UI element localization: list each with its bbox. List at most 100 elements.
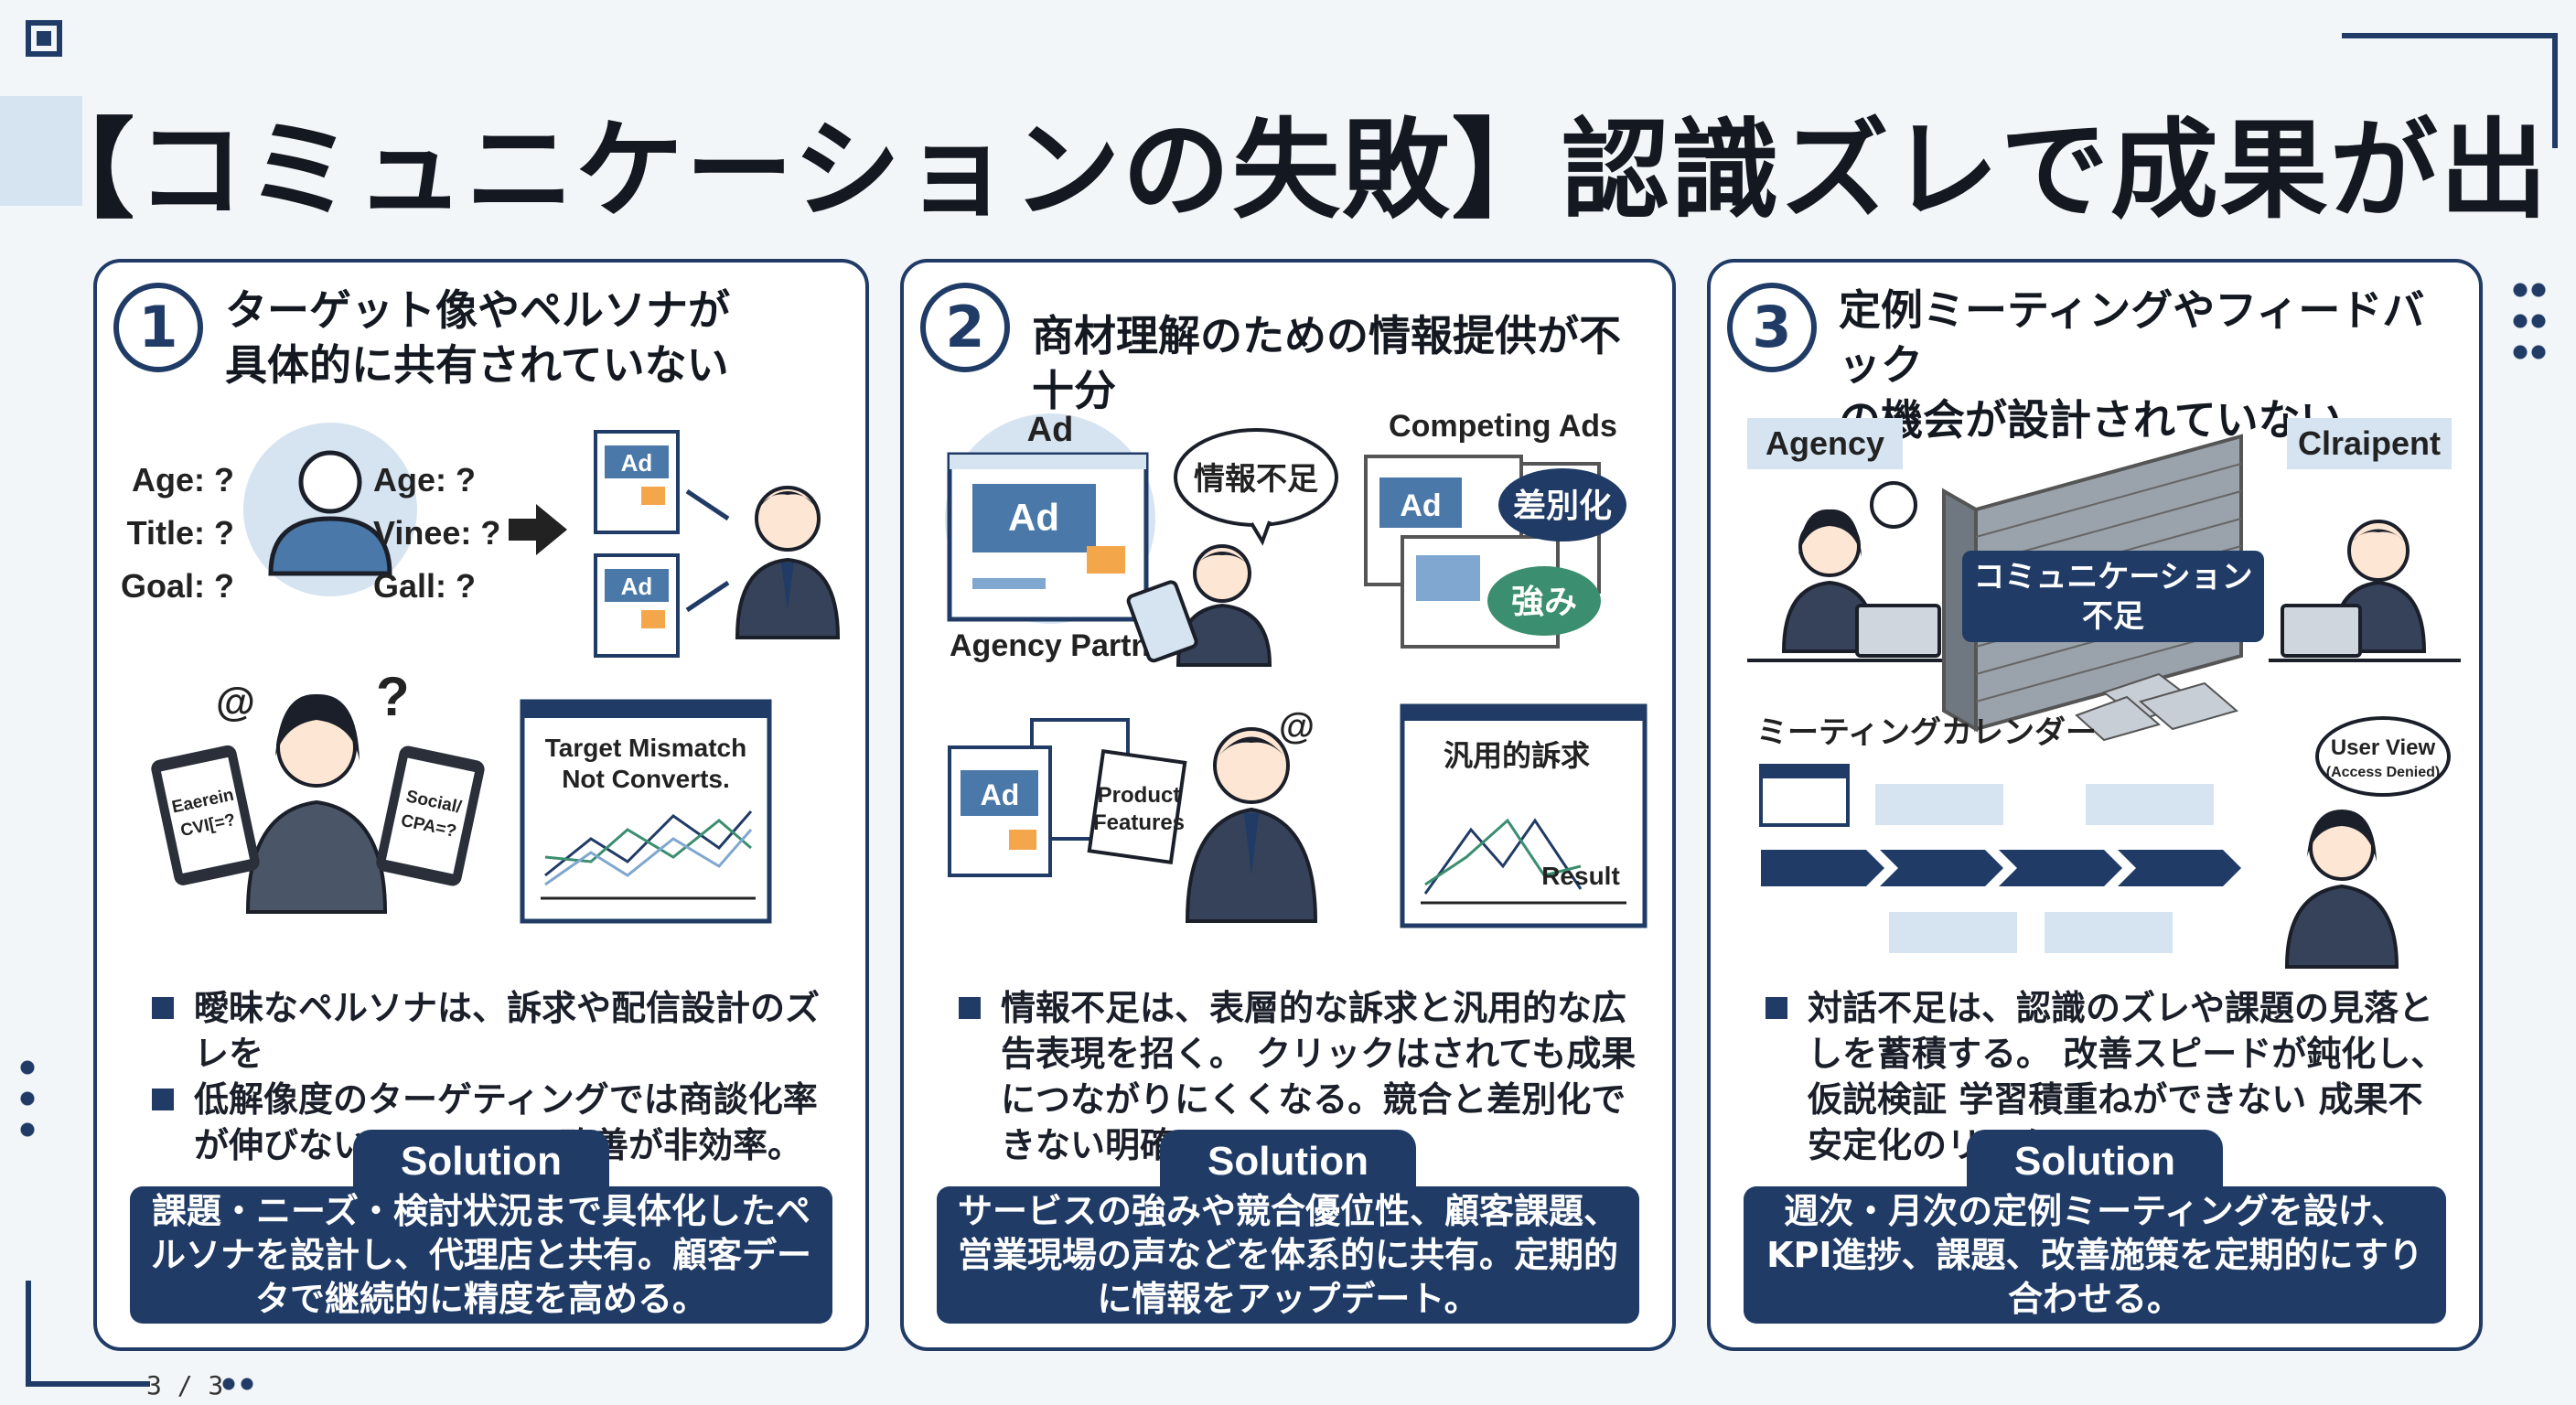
chart-line-1 [544, 810, 753, 877]
chart-line-2 [544, 819, 752, 863]
brick-wall: コミュニケーション 不足 [1942, 434, 2264, 742]
client-man-icon [2269, 520, 2461, 662]
tablet-left: Eaerein CVI[=? [151, 745, 260, 885]
dots-decoration-right [2511, 274, 2548, 366]
panel-title-line1: 商材理解のための情報提供が不十分 [1032, 311, 1621, 415]
persona-icon [268, 450, 392, 576]
svg-text:Ad: Ad [1400, 488, 1441, 523]
differentiation-bubble: 差別化 [1498, 468, 1626, 542]
svg-text:不足: 不足 [2082, 599, 2144, 634]
ad-card-1: Ad [594, 430, 680, 534]
chart-title-line1: Target Mismatch [545, 734, 746, 762]
client-label-box [2287, 418, 2452, 469]
panel-title-line1: ターゲット像やペルソナが [225, 285, 730, 335]
agency-label-box [1747, 418, 1903, 469]
panel-2: 2 商材理解のための情報提供が不十分 Ad Ad Agency Partner … [900, 259, 1676, 1351]
chart-line-1 [1423, 818, 1583, 895]
chart-title-line2: Not Converts. [562, 765, 730, 793]
confused-woman-icon: @ ? [216, 666, 410, 914]
panel-1-illustration: Age: ? Title: ? Goal: ? Age: ? Vinee: ? … [121, 423, 841, 924]
ad-label: Ad [1027, 411, 1074, 449]
speech-bubble: 情報不足 [1174, 428, 1338, 546]
timeline-blank-bubbles [1875, 784, 2214, 953]
timeline-arrows [1761, 850, 2241, 886]
chart-line-3 [544, 829, 753, 886]
panel-number: 3 [1727, 283, 1817, 372]
bullet-item: 情報不足は、表層的な訴求と汎用的な広告表現を招く。 クリックはされても成果につな… [959, 985, 1645, 1168]
label-right-vinee: Vinee: ? [373, 514, 500, 552]
panel-title-line2: の機会が設計されていない [1839, 395, 2343, 445]
corner-square-icon [26, 20, 62, 57]
bullet-item: 曖昧なペルソナは、訴求や配信設計のズレを [152, 985, 838, 1077]
svg-text:User View: User View [2331, 735, 2436, 760]
solution-text: 課題・ニーズ・検討状況まで具体化したペルソナを設計し、代理店と共有。顧客データで… [150, 1191, 811, 1319]
label-left-goal: Goal: ? [121, 567, 234, 605]
strength-bubble: 強み [1487, 566, 1601, 636]
thinking-woman-icon [2284, 810, 2399, 969]
client-label: Clraipent [2298, 424, 2441, 462]
solution-box: 週次・月次の定例ミーティングを設け、KPI進捗、課題、改善施策を定期的にすり合わ… [1744, 1186, 2446, 1324]
panel-3: 3 定例ミーティングやフィードバック の機会が設計されていない Agency C… [1707, 259, 2483, 1351]
svg-text:Ad: Ad [621, 449, 653, 477]
panel-1: 1 ターゲット像やペルソナが 具体的に共有されていない Age: ? Title… [93, 259, 869, 1351]
corner-bracket-bottom-left [26, 1281, 150, 1387]
solution-label: Solution [1967, 1130, 2223, 1190]
svg-text:Ad: Ad [621, 573, 653, 600]
ad-screen-text: Ad [1008, 496, 1059, 539]
agency-label: Agency [1766, 424, 1884, 462]
competing-ads-label: Competing Ads [1389, 409, 1617, 444]
svg-text:(Access Denied): (Access Denied) [2326, 765, 2441, 780]
arrow-up-icon [685, 488, 730, 521]
solution-box: 課題・ニーズ・検討状況まで具体化したペルソナを設計し、代理店と共有。顧客データで… [130, 1186, 832, 1324]
solution-label: Solution [353, 1130, 609, 1190]
corner-bracket-top-right [2342, 33, 2558, 148]
page-number: 3 / 3 [146, 1370, 224, 1400]
paper-pile [2075, 672, 2239, 742]
svg-text:?: ? [376, 666, 410, 727]
calendar-icon [1759, 764, 1850, 827]
left-side-block [0, 96, 82, 206]
panel-number: 2 [920, 283, 1010, 372]
stressed-man-icon: @ [1185, 706, 1318, 923]
panel-title: ターゲット像やペルソナが 具体的に共有されていない [225, 283, 847, 392]
svg-text:@: @ [1279, 706, 1315, 746]
small-ad-cards: Ad Product Features [948, 718, 1187, 877]
panel-3-illustration: Agency Clraipent コミュニケーション 不足 [1747, 418, 2461, 969]
label-left-title: Title: ? [127, 514, 234, 552]
chart-result-label: Result [1541, 862, 1620, 890]
bullet-list: 対話不足は、認識のズレや課題の見落としを蓄積する。 改善スピードが鈍化し、仮説検… [1766, 985, 2452, 1168]
svg-text:Ad: Ad [981, 778, 1020, 811]
businessman-icon [735, 486, 841, 639]
panel-title-line1: 定例ミーティングやフィードバック [1839, 285, 2425, 390]
ad-card-2: Ad [594, 553, 680, 658]
solution-label: Solution [1160, 1130, 1416, 1190]
svg-text:Features: Features [1093, 810, 1185, 835]
bubble-text: 情報不足 [1194, 462, 1318, 497]
corner-square-inner [37, 31, 51, 46]
tablet-right: Social/ CPA=? [376, 745, 485, 886]
solution-text: サービスの強みや競合優位性、顧客課題、営業現場の声などを体系的に共有。定期的に情… [957, 1191, 1618, 1319]
generic-appeal-chart: 汎用的訴求 Result [1400, 703, 1648, 928]
label-right-gall: Gall: ? [373, 567, 476, 605]
arrow-down-icon [685, 580, 730, 613]
panel-2-illustration: Ad Ad Agency Partner 情報不足 Competing Ads … [945, 409, 1648, 928]
svg-text:コミュニケーション: コミュニケーション [1973, 560, 2252, 595]
solution-text: 週次・月次の定例ミーティングを設け、KPI進捗、課題、改善施策を定期的にすり合わ… [1766, 1191, 2423, 1319]
person-with-tablet-icon [1126, 544, 1272, 667]
label-right-age: Age: ? [373, 461, 476, 499]
chart-line-2 [1424, 818, 1582, 886]
panel-title: 商材理解のための情報提供が不十分 [1032, 308, 1654, 418]
svg-text:Product: Product [1098, 783, 1181, 808]
label-left-age: Age: ? [132, 461, 234, 499]
footer-dots [220, 1378, 256, 1390]
arrow-right-icon [509, 504, 567, 555]
ad-browser-window: Ad [947, 452, 1149, 622]
bullet-list: 情報不足は、表層的な訴求と汎用的な広告表現を招く。 クリックはされても成果につな… [959, 985, 1645, 1168]
user-view-bubble: User View (Access Denied) [2315, 716, 2451, 797]
wall-message-box [1962, 551, 2264, 642]
mismatch-chart-window: Target Mismatch Not Converts. [520, 699, 772, 924]
calendar-label: ミーティングカレンダー [1756, 715, 2097, 750]
panel-title: 定例ミーティングやフィードバック の機会が設計されていない [1839, 283, 2461, 447]
dots-decoration-left [18, 1052, 37, 1153]
svg-text:差別化: 差別化 [1513, 487, 1612, 524]
